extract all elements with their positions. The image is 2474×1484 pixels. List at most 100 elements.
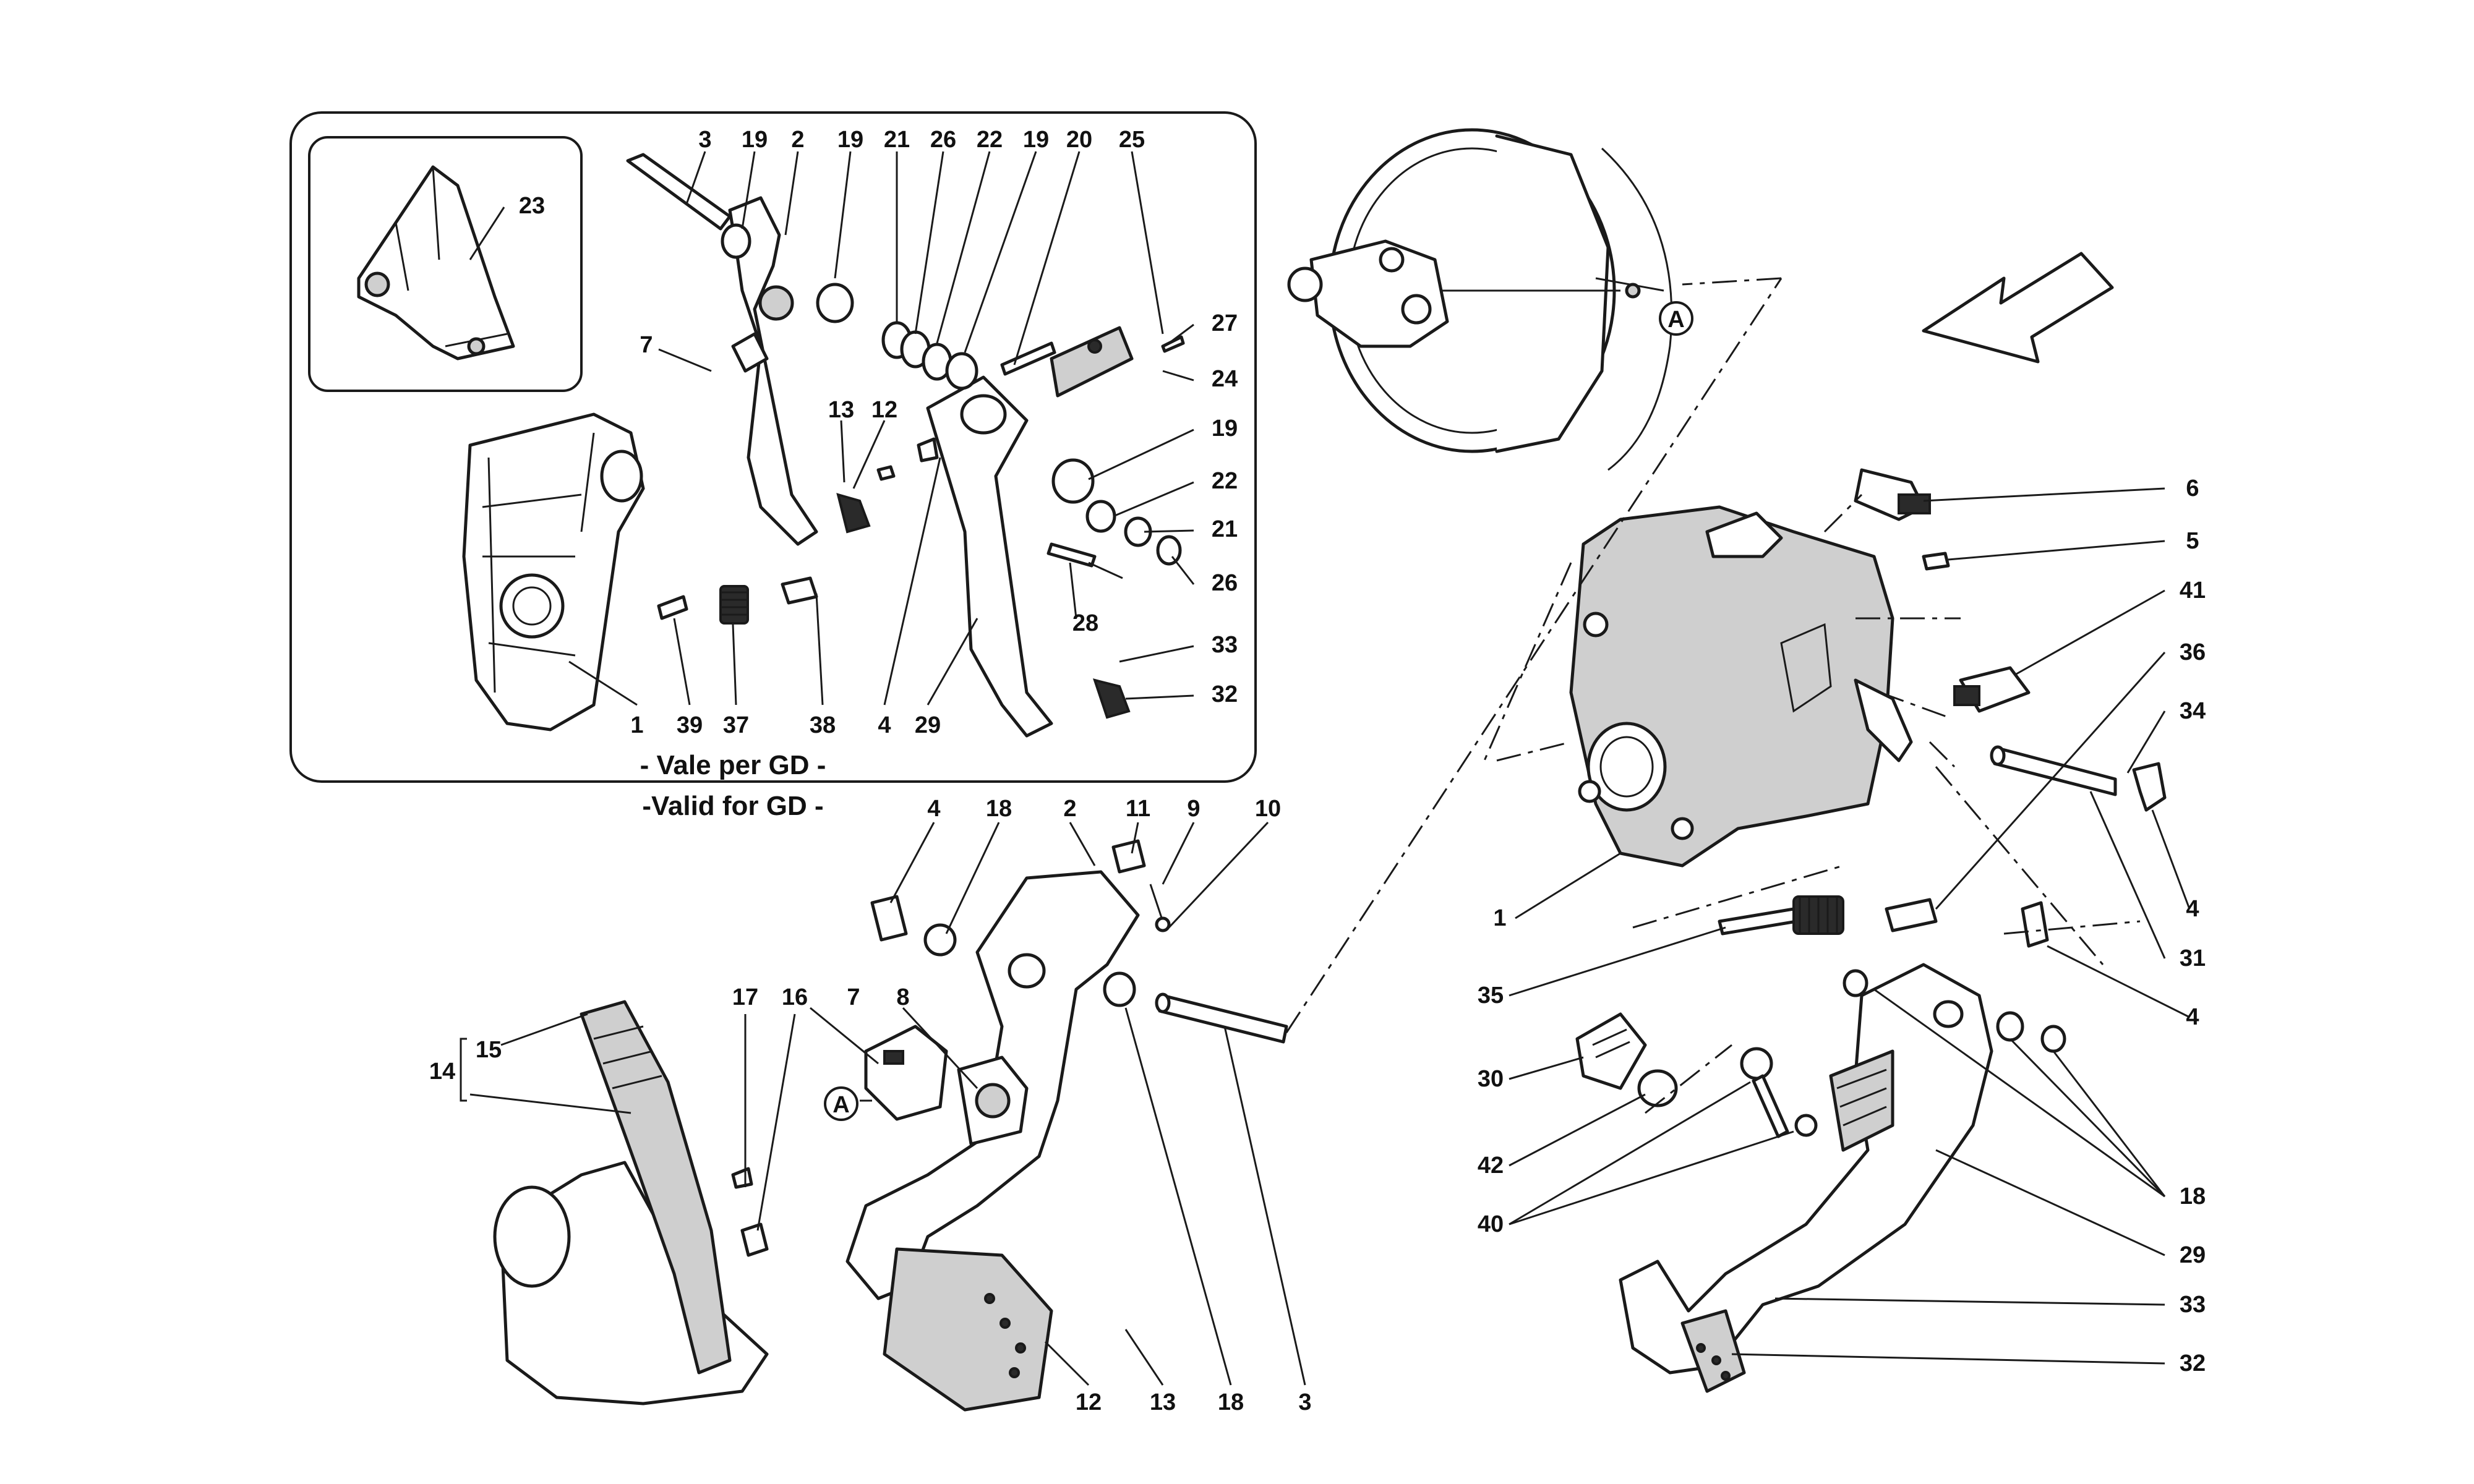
callout-40: 40 [1478, 1211, 1504, 1237]
callout-29-right: 29 [2180, 1242, 2206, 1268]
pedal-bracket-23 [357, 165, 515, 360]
callout-32-right: 32 [2180, 1350, 2206, 1376]
callout-39: 39 [677, 712, 703, 738]
ref-mark-a-mid-label: A [833, 1092, 849, 1118]
callout-5: 5 [2186, 528, 2199, 554]
callout-23: 23 [519, 193, 545, 219]
main-brake-pedal [845, 870, 1140, 1412]
spring-9 [1149, 884, 1171, 932]
callout-12-mid: 12 [1076, 1389, 1102, 1415]
main-pedal-box [1569, 505, 1913, 868]
callout-27: 27 [1212, 310, 1238, 336]
caption-valid-for-gd: -Valid for GD - [642, 791, 823, 821]
callout-33-inset: 33 [1212, 632, 1238, 658]
ref-mark-a-top-label: A [1667, 307, 1684, 333]
brake-booster [1287, 128, 1673, 471]
callout-19-inset-b: 19 [837, 127, 863, 153]
callout-26-inset-b: 26 [1212, 570, 1238, 596]
bracket-sub-inset-frame [308, 136, 583, 392]
callout-2-inset: 2 [791, 127, 804, 153]
callout-42: 42 [1478, 1153, 1504, 1179]
accelerator-pedal [493, 1000, 769, 1405]
pin-3 [1155, 992, 1288, 1044]
screw-5 [1922, 552, 1950, 571]
callout-35: 35 [1478, 983, 1504, 1009]
switch-41 [1953, 666, 2031, 713]
leader-lines [460, 151, 2191, 1386]
screw-40 [1740, 1047, 1818, 1138]
bracket-8 [957, 1055, 1029, 1146]
callout-29-inset: 29 [915, 712, 941, 738]
callout-8: 8 [896, 984, 909, 1010]
callout-14: 14 [429, 1059, 455, 1085]
callout-25-inset: 25 [1119, 127, 1145, 153]
callout-19-inset-c: 19 [1023, 127, 1049, 153]
clip-11 [1111, 839, 1146, 874]
callout-3-bottom: 3 [1298, 1389, 1311, 1415]
inset-small-parts [657, 576, 818, 625]
callout-38: 38 [810, 712, 836, 738]
callout-15: 15 [476, 1037, 502, 1063]
pin-31 [1990, 745, 2117, 796]
callout-18-bottom: 18 [1218, 1389, 1244, 1415]
callout-18-right: 18 [2180, 1183, 2206, 1209]
callout-4-right-b: 4 [2186, 1004, 2199, 1030]
callout-7-inset: 7 [640, 332, 653, 358]
callout-32-inset: 32 [1212, 681, 1238, 707]
callout-1-right: 1 [1493, 905, 1506, 931]
cap-42 [1637, 1069, 1678, 1107]
callout-30: 30 [1478, 1066, 1504, 1092]
callout-13-inset: 13 [828, 397, 854, 423]
callout-33-right: 33 [2180, 1292, 2206, 1318]
callout-2-mid: 2 [1063, 796, 1076, 822]
clip-4-mid [870, 895, 908, 942]
callout-18-mid: 18 [986, 796, 1012, 822]
callout-4-right-a: 4 [2186, 896, 2199, 922]
callout-36: 36 [2180, 639, 2206, 665]
callout-17: 17 [732, 984, 758, 1010]
callout-12-inset: 12 [871, 397, 897, 423]
ref-mark-a-top: A [1659, 301, 1693, 336]
bushing-18-top [923, 923, 957, 957]
inset-bushings [881, 321, 1185, 390]
inset-clutch-pedal [876, 326, 1182, 738]
callout-41: 41 [2180, 578, 2206, 603]
callout-28: 28 [1072, 610, 1098, 636]
gd-inset-frame [289, 111, 1257, 783]
callout-16: 16 [782, 984, 808, 1010]
spring-assembly [1718, 895, 2049, 948]
callout-4-mid: 4 [927, 796, 940, 822]
callout-21-inset: 21 [884, 127, 910, 153]
callout-10: 10 [1255, 796, 1281, 822]
direction-arrow [1922, 252, 2114, 364]
callout-26-inset: 26 [930, 127, 956, 153]
bushing-18-right [1103, 971, 1136, 1007]
switch-6 [1854, 468, 1931, 521]
callout-19-inset-d: 19 [1212, 416, 1238, 441]
callout-9: 9 [1187, 796, 1200, 822]
inset-pedal-box [462, 412, 645, 731]
callout-21-inset-b: 21 [1212, 516, 1238, 542]
callout-20-inset: 20 [1066, 127, 1092, 153]
callout-34: 34 [2180, 698, 2206, 724]
sensor-7 [864, 1025, 948, 1121]
assembly-lines [1285, 277, 2141, 1114]
caption-vale-per-gd: - Vale per GD - [640, 750, 826, 780]
callout-3-inset: 3 [698, 127, 711, 153]
inset-brake-pedal [626, 153, 871, 546]
main-clutch-pedal [1619, 963, 1993, 1393]
callout-24: 24 [1212, 366, 1238, 392]
stop-30 [1575, 1012, 1647, 1090]
callout-31: 31 [2180, 945, 2206, 971]
callout-1-inset: 1 [630, 712, 643, 738]
callout-22-inset-b: 22 [1212, 468, 1238, 494]
callout-4-inset: 4 [878, 712, 891, 738]
callout-22-inset: 22 [977, 127, 1003, 153]
ref-mark-a-mid: A [824, 1086, 872, 1121]
callout-6: 6 [2186, 475, 2199, 501]
callout-13-mid: 13 [1150, 1389, 1176, 1415]
callout-37: 37 [723, 712, 749, 738]
callout-11: 11 [1126, 796, 1150, 822]
callout-19-inset-a: 19 [742, 127, 768, 153]
